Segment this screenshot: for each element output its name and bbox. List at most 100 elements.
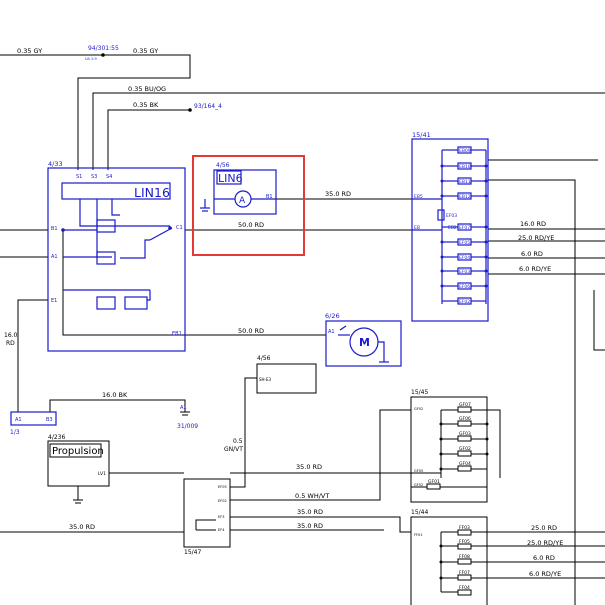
lin6-ref: 4/56 (216, 162, 230, 169)
wire-label-rd35-a: 35.0 RD (325, 190, 351, 198)
motor-label: M (359, 336, 370, 349)
lin16-pin-e1: E1 (51, 298, 57, 304)
lin16-pin-s1: S1 (76, 174, 82, 180)
propulsion-pin: LV1 (98, 471, 106, 477)
lin16-pin-a1: A1 (51, 254, 58, 260)
box-15-47-ref: 15/47 (184, 549, 201, 556)
xref-top-small: UA 2:9 (85, 57, 97, 61)
xref-bk: 93/164_4 (194, 103, 222, 110)
wire-label-out-6rdye: 6.0 RD/YE (519, 265, 551, 273)
propulsion-title: Propulsion (52, 446, 104, 457)
box-15-45-pin-0: GF02 (414, 407, 423, 411)
fuse-15-41-pin-0: EB5 (414, 194, 423, 200)
fuse-15-41-dots (440, 164, 488, 288)
wire-label-top-right: 0.35 GY (133, 47, 158, 55)
xref-top: 94/301:55 (88, 45, 119, 52)
box-15-47-pin-0: EF05 (218, 485, 227, 489)
fuse-box-15-41-ref: 15/41 (412, 131, 431, 139)
fuse-15-41-9: EF06 (459, 284, 470, 290)
propulsion-ref: 4/236 (48, 434, 65, 441)
highlight-box (192, 155, 305, 256)
propulsion-module: 4/236 Propulsion LV1 (47, 434, 184, 504)
motor-pin: A1 (328, 329, 335, 335)
box-15-44-ref: 15/44 (411, 509, 428, 516)
splice-top (101, 53, 105, 57)
lin16-module: 4/33 LIN16 S1 S3 S4 B1 A1 E1 C1 EB1 (47, 160, 186, 352)
wire-label-rd35-d: 35.0 RD (297, 522, 323, 530)
lin6-pin: B1 (266, 194, 273, 200)
box-15-45-fuse-1: GF06 (459, 416, 471, 422)
wire-label-bk: 0.35 BK (133, 101, 159, 109)
wire-label-bu-og: 0.35 BU/OG (128, 85, 166, 93)
wire-label-rd50-a: 50.0 RD (238, 221, 264, 229)
relay-ref: 4/56 (257, 355, 271, 362)
box-15-45-pin-1: GF05 (414, 469, 423, 473)
fuse-15-41-8: EF03 (459, 269, 470, 275)
box-15-45-pin-2: GF02 (414, 483, 423, 487)
motor-6-26: 6/26 M A1 (325, 312, 402, 367)
wire-label-bk16: 16.0 BK (102, 391, 128, 399)
wire-label-bot-6rdye: 6.0 RD/YE (529, 570, 561, 578)
wire-label-bot-25rd: 25.0 RD (531, 524, 557, 532)
relay-pin: SH-E3 (259, 377, 272, 382)
ammeter-label: A (239, 196, 246, 206)
fuse-15-41-3: EB12 (459, 194, 471, 200)
lin16-internal-circuit (63, 199, 173, 310)
wire-label-out-16rd: 16.0 RD (520, 220, 546, 228)
lin16-node-a (61, 228, 65, 232)
lin16-title: LIN16 (134, 185, 170, 200)
box-15-45-fuse-3: GF02 (459, 446, 471, 452)
box-15-47-pin-2: EF3 (218, 515, 224, 519)
wire-label-gn-vt-color: GN/VT (224, 446, 243, 453)
lin6-title: LIN6 (218, 172, 243, 185)
lin6-module: 4/56 LIN6 A B1 (200, 162, 277, 215)
box-15-44-pin: FF01 (414, 533, 422, 537)
box-15-44-fuse-0: FF03 (459, 525, 470, 531)
wire-label-bot-25rdye: 25.0 RD/YE (527, 539, 563, 547)
wire-label-rd35-c: 35.0 RD (297, 508, 323, 516)
battery-connector: A1 B3 1/3 (10, 411, 57, 436)
wire-label-gn-vt-gauge: 0.5 (233, 438, 243, 445)
fuse-15-41-2: EB11 (459, 179, 471, 185)
relay-4-56: 4/56 SH-E3 (256, 355, 317, 394)
battery-pin-a1: A1 (15, 417, 22, 423)
motor-ref: 6/26 (325, 312, 340, 320)
fuse-15-41-10: EF02 (459, 299, 470, 305)
box-15-44-fuse-2: FF08 (459, 554, 470, 560)
fuse-15-41-4: EF03 (446, 213, 457, 219)
box-15-45-fuse-4: GF04 (459, 461, 471, 467)
lin16-node-b (168, 226, 172, 230)
box-15-45: 15/45 GF07 GF06 GF03 GF02 GF04 GF01 GF02… (410, 389, 489, 503)
ground-ref: 31/009 (177, 423, 198, 430)
wire-label-rd16-left: 16.0 (4, 332, 18, 339)
fuse-15-41-7: EF04 (459, 255, 470, 261)
wire-label-out-25rdye: 25.0 RD/YE (518, 234, 554, 242)
box-15-47: 15/47 EF05 EF02 EF3 EF4 (183, 478, 231, 556)
fuse-15-41-pin-2: EB2 (448, 225, 457, 231)
box-15-47-pin-3: EF4 (218, 528, 225, 532)
box-15-47-pin-1: EF02 (218, 499, 227, 503)
fuse-box-15-41-fuses (412, 146, 486, 305)
wire-label-rd16-left-color: RD (6, 340, 15, 347)
fuse-15-41-1: EB10 (459, 164, 471, 170)
wire-label-rd35-left: 35.0 RD (69, 523, 95, 531)
wire-label-top-left: 0.35 GY (17, 47, 42, 55)
wire-label-rd50-b: 50.0 RD (238, 327, 264, 335)
wire-label-bot-6rd: 6.0 RD (533, 554, 555, 562)
ground-31-009: A1 31/009 (177, 405, 198, 430)
box-15-44: 15/44 FF03 FF05 FF08 FF07 FF04 FF01 (410, 509, 488, 605)
battery-ref: 1/3 (10, 429, 20, 436)
box-15-44-fuse-4: FF04 (459, 585, 470, 591)
fuse-15-41-5: EF07 (459, 225, 470, 231)
box-15-45-fuse-2: GF03 (459, 431, 471, 437)
box-15-44-fuse-1: FF05 (459, 539, 470, 545)
splice-bk (188, 108, 192, 112)
box-15-44-fuse-3: FF07 (459, 570, 470, 576)
lin16-pin-b1: B1 (51, 226, 58, 232)
lin16-pin-s4: S4 (106, 174, 112, 180)
wire-label-wh-vt: 0.5 WH/VT (295, 492, 329, 500)
fuse-box-15-41: 15/41 EB09 EB10 EB11 EB12 EF03 (411, 131, 489, 322)
lin16-pin-s3: S3 (91, 174, 97, 180)
lin16-pin-eb1: EB1 (172, 331, 182, 337)
